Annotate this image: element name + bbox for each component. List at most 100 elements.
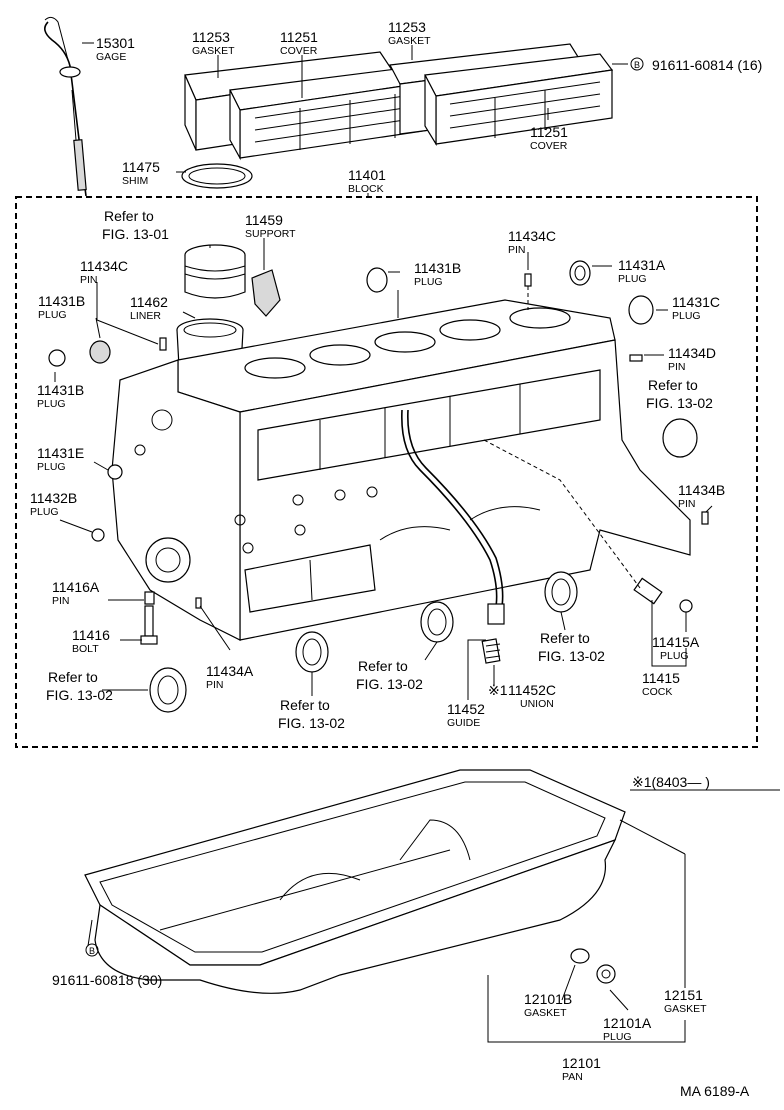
label-plug-b-left2[interactable]: 11431B PLUG bbox=[37, 382, 84, 410]
right-cover-drawing[interactable] bbox=[424, 53, 614, 147]
label-shim[interactable]: 11475 SHIM bbox=[122, 159, 160, 187]
bearing-cap-mid3-drawing[interactable] bbox=[544, 571, 578, 613]
svg-text:BLOCK: BLOCK bbox=[348, 183, 384, 195]
oil-guide-drawing[interactable] bbox=[401, 409, 505, 625]
cock-drawing[interactable] bbox=[633, 577, 663, 605]
label-pin-16a[interactable]: 11416A PIN bbox=[52, 579, 100, 607]
engine-block-drawing[interactable] bbox=[111, 299, 691, 641]
label-gasket-2151[interactable]: 12151 GASKET bbox=[664, 987, 707, 1015]
pin-11434c-left-drawing[interactable] bbox=[159, 337, 167, 351]
plug-11431a-drawing[interactable] bbox=[569, 260, 591, 286]
plug-11432b-drawing[interactable] bbox=[91, 528, 105, 542]
label-liner[interactable]: 11462 LINER bbox=[130, 294, 168, 322]
pin-11434c-right-drawing[interactable] bbox=[524, 273, 532, 287]
plug-11415a-drawing[interactable] bbox=[679, 599, 693, 613]
plug-11431b-top-drawing[interactable] bbox=[366, 267, 388, 293]
svg-text:GASKET: GASKET bbox=[524, 1007, 567, 1019]
bearing-cap-left-drawing[interactable] bbox=[149, 667, 187, 713]
label-pan[interactable]: 12101 PAN bbox=[562, 1055, 601, 1083]
union-drawing[interactable] bbox=[481, 638, 501, 664]
label-plug-e[interactable]: 11431E PLUG bbox=[37, 445, 84, 473]
svg-text:11431A: 11431A bbox=[618, 257, 666, 273]
plug-12101a-drawing[interactable] bbox=[596, 964, 616, 984]
label-gasket-left[interactable]: 11253 GASKET bbox=[192, 29, 235, 57]
label-pin-c-right[interactable]: 11434C PIN bbox=[508, 228, 556, 256]
svg-text:11416A: 11416A bbox=[52, 579, 100, 595]
svg-text:11475: 11475 bbox=[122, 159, 160, 175]
label-plug-2a[interactable]: 12101A PLUG bbox=[603, 1015, 652, 1043]
label-bolt-16[interactable]: 11416 BOLT bbox=[72, 627, 110, 655]
support-drawing[interactable] bbox=[251, 269, 281, 317]
svg-text:COVER: COVER bbox=[280, 45, 318, 57]
bolt-11416-drawing[interactable] bbox=[140, 605, 158, 645]
bolt-top-badge: B bbox=[630, 57, 644, 71]
label-bolt-bottom[interactable]: 91611-60818 (30) bbox=[52, 972, 162, 988]
pin-11434d-drawing[interactable] bbox=[629, 354, 643, 362]
label-pin-c-left[interactable]: 11434C PIN bbox=[80, 258, 128, 286]
label-bolt-top[interactable]: 91611-60814 (16) bbox=[652, 57, 762, 73]
pin-11434a-drawing[interactable] bbox=[195, 597, 202, 609]
svg-text:91611-60814 (16): 91611-60814 (16) bbox=[652, 57, 762, 73]
svg-text:PAN: PAN bbox=[562, 1071, 583, 1083]
label-ref-1301[interactable]: Refer to FIG. 13-01 bbox=[102, 208, 169, 242]
bearing-cap-mid2-drawing[interactable] bbox=[420, 601, 454, 643]
bearing-cap-mid1-drawing[interactable] bbox=[295, 631, 329, 673]
oil-pan-drawing[interactable] bbox=[94, 819, 617, 994]
label-gasket-right[interactable]: 11253 GASKET bbox=[388, 19, 431, 47]
shim-drawing[interactable] bbox=[181, 163, 253, 189]
label-cock[interactable]: 11415 COCK bbox=[642, 670, 680, 698]
label-pin-34a[interactable]: 11434A PIN bbox=[206, 663, 254, 691]
label-block[interactable]: 11401 BLOCK bbox=[348, 167, 386, 195]
plug-11431c-drawing[interactable] bbox=[628, 295, 654, 325]
label-plug-15a[interactable]: 11415A PLUG bbox=[652, 634, 700, 662]
dipstick-gage-drawing[interactable] bbox=[44, 16, 87, 197]
label-plug-b-top[interactable]: 11431B PLUG bbox=[414, 260, 461, 288]
svg-text:Refer to: Refer to bbox=[104, 208, 154, 224]
plug-11431b-left-drawing[interactable] bbox=[89, 340, 111, 364]
svg-text:11415: 11415 bbox=[642, 670, 680, 686]
plug-11431b-left2-drawing[interactable] bbox=[48, 349, 66, 367]
svg-text:11431B: 11431B bbox=[414, 260, 461, 276]
bolt-bottom-badge: B bbox=[85, 943, 99, 957]
svg-text:B: B bbox=[634, 60, 640, 70]
svg-text:11434C: 11434C bbox=[508, 228, 556, 244]
svg-text:11253: 11253 bbox=[388, 19, 426, 35]
svg-text:PLUG: PLUG bbox=[414, 276, 443, 288]
label-ref-1302-right[interactable]: Refer to FIG. 13-02 bbox=[646, 377, 713, 411]
label-plug-a[interactable]: 11431A PLUG bbox=[618, 257, 666, 285]
label-cover-bottom[interactable]: 11251 COVER bbox=[530, 124, 568, 152]
svg-text:11251: 11251 bbox=[530, 124, 568, 140]
svg-text:11459: 11459 bbox=[245, 212, 283, 228]
plug-ref-right-drawing[interactable] bbox=[662, 418, 698, 458]
label-ref-1302-b2[interactable]: Refer to FIG. 13-02 bbox=[356, 658, 423, 692]
label-pin-d[interactable]: 11434D PIN bbox=[668, 345, 716, 373]
pin-11416a-drawing[interactable] bbox=[144, 591, 155, 605]
svg-text:COVER: COVER bbox=[530, 140, 568, 152]
label-cover-top[interactable]: 11251 COVER bbox=[280, 29, 318, 57]
label-union[interactable]: ※1 11452C UNION bbox=[488, 682, 556, 710]
svg-text:11434D: 11434D bbox=[668, 345, 716, 361]
label-ref-1302-bl[interactable]: Refer to FIG. 13-02 bbox=[46, 669, 113, 703]
gasket-12101b-drawing[interactable] bbox=[570, 948, 590, 964]
label-support[interactable]: 11459 SUPPORT bbox=[245, 212, 296, 240]
label-note[interactable]: ※1(8403— ) bbox=[632, 774, 710, 790]
label-gasket-2b[interactable]: 12101B GASKET bbox=[524, 991, 572, 1019]
label-pin-b[interactable]: 11434B PIN bbox=[678, 482, 725, 510]
label-gage[interactable]: 15301 GAGE bbox=[96, 35, 135, 63]
pin-11434b-drawing[interactable] bbox=[701, 511, 709, 525]
label-ref-1302-b3[interactable]: Refer to FIG. 13-02 bbox=[538, 630, 605, 664]
label-guide[interactable]: 11452 GUIDE bbox=[447, 701, 485, 729]
svg-text:PLUG: PLUG bbox=[660, 650, 689, 662]
plug-11431e-drawing[interactable] bbox=[107, 464, 123, 480]
label-ref-1302-b1[interactable]: Refer to FIG. 13-02 bbox=[278, 697, 345, 731]
label-plug-b-left1[interactable]: 11431B PLUG bbox=[38, 293, 85, 321]
svg-text:11253: 11253 bbox=[192, 29, 230, 45]
svg-text:GUIDE: GUIDE bbox=[447, 717, 480, 729]
label-plug-c[interactable]: 11431C PLUG bbox=[672, 294, 720, 322]
svg-text:PIN: PIN bbox=[52, 595, 70, 607]
label-plug-32b[interactable]: 11432B PLUG bbox=[30, 490, 77, 518]
svg-text:11462: 11462 bbox=[130, 294, 168, 310]
svg-text:11452: 11452 bbox=[447, 701, 485, 717]
piston-drawing[interactable] bbox=[184, 244, 246, 299]
